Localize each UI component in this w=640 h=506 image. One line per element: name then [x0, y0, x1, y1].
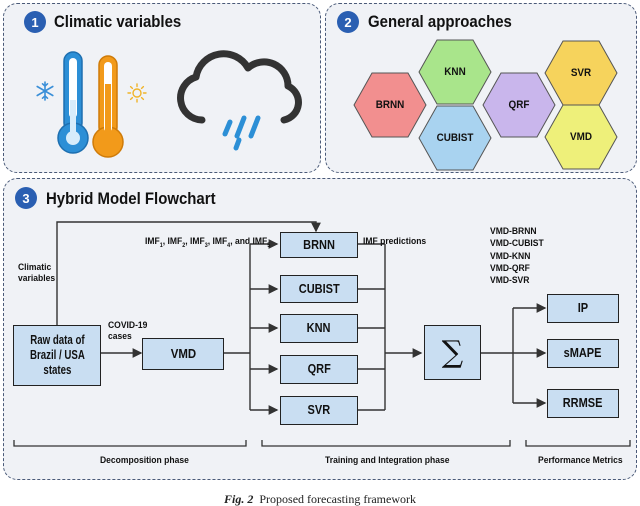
hexagon-label: BRNN: [375, 99, 405, 111]
hot-thermometer-icon: [92, 55, 124, 158]
panel-climatic-variables: [3, 3, 321, 173]
hexagon-vmd: [544, 104, 618, 170]
performance-metrics-label: Performance Metrics: [538, 455, 623, 466]
cold-thermometer-icon: [57, 51, 89, 154]
panel-title: General approaches: [368, 12, 512, 31]
hexagon-label: SVR: [570, 67, 592, 79]
sum-box: ∑: [424, 325, 481, 380]
decomposition-phase-label: Decomposition phase: [100, 455, 189, 466]
climatic-variables-label: Climatic variables: [18, 262, 56, 285]
model-box-brnn: BRNN: [280, 232, 358, 258]
hexagon-label: KNN: [444, 66, 466, 78]
model-box-knn: KNN: [280, 314, 358, 343]
metric-box-smape: sMAPE: [547, 339, 619, 368]
model-box-svr: SVR: [280, 396, 358, 425]
panel-number-badge: 2: [337, 11, 359, 33]
hexagon-label: QRF: [508, 99, 530, 111]
hexagon-label: CUBIST: [436, 132, 474, 144]
panel-title: Hybrid Model Flowchart: [46, 189, 216, 208]
metric-box-rrmse: RRMSE: [547, 389, 619, 418]
rain-cloud-icon: [177, 50, 302, 151]
sun-icon: [127, 83, 147, 103]
model-box-cubist: CUBIST: [280, 275, 358, 303]
covid-cases-label: COVID-19 cases: [108, 320, 148, 343]
imf-predictions-label: IMF predictions: [363, 236, 427, 247]
vmd-box: VMD: [142, 338, 224, 370]
hexagon-qrf: [482, 72, 556, 138]
imf-components-label: IMF1, IMF2, IMF3, IMF4, and IMF5: [145, 236, 271, 249]
model-box-qrf: QRF: [280, 355, 358, 384]
panel-title: Climatic variables: [54, 12, 182, 31]
metric-box-ip: IP: [547, 294, 619, 323]
raw-data-box: Raw data of Brazil / USA states: [13, 325, 101, 386]
hexagon-label: VMD: [569, 131, 593, 143]
hexagon-cubist: [418, 105, 492, 171]
training-phase-label: Training and Integration phase: [325, 455, 450, 466]
hexagon-knn: [418, 39, 492, 105]
hexagon-brnn: [353, 72, 427, 138]
panel-number-badge: 1: [24, 11, 46, 33]
panel-number-badge: 3: [15, 187, 37, 209]
snowflake-icon: [36, 81, 54, 101]
hybrid-models-list: VMD-BRNN VMD-CUBIST VMD-KNN VMD-QRF VMD-…: [490, 226, 544, 287]
